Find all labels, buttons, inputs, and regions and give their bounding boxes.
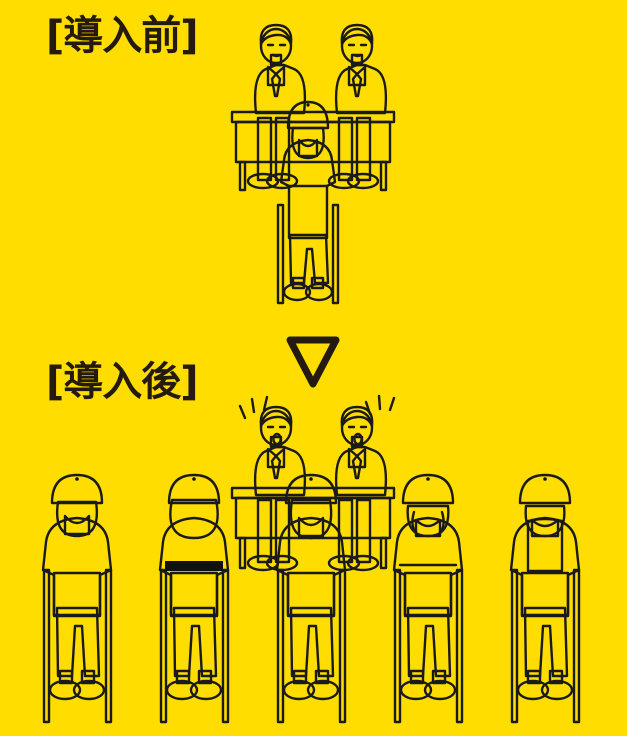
scene-before xyxy=(230,23,396,305)
triangle-down-icon xyxy=(286,336,340,388)
worker-before xyxy=(276,100,340,305)
worker-after-3 xyxy=(275,473,347,724)
hair-long xyxy=(169,498,219,540)
worker-after-1 xyxy=(41,473,113,724)
shirt-collar xyxy=(266,65,286,87)
open-mouth xyxy=(353,432,363,446)
interviewer-left-before xyxy=(246,23,307,190)
suit-jacket xyxy=(253,63,307,115)
open-mouth xyxy=(272,432,282,446)
interview-table-before xyxy=(230,110,396,192)
hair xyxy=(259,23,293,46)
cap xyxy=(286,100,330,130)
worker-after-4 xyxy=(392,473,464,724)
necktie xyxy=(270,72,282,98)
section-label-after: [導入後] xyxy=(46,359,199,405)
shirt xyxy=(279,138,337,240)
pants xyxy=(288,233,330,285)
cap xyxy=(50,473,104,505)
section-label-before: [導入前] xyxy=(46,13,199,59)
shoe xyxy=(282,282,312,302)
worker-after-5 xyxy=(509,473,581,724)
shoe xyxy=(304,282,334,302)
face xyxy=(259,27,293,65)
surprise-mark-left xyxy=(238,395,269,420)
hair xyxy=(291,126,325,160)
interviewer-left-after xyxy=(246,405,307,572)
interviewer-right-before xyxy=(327,23,388,190)
scene-after xyxy=(41,394,581,724)
worker-after-2 xyxy=(158,473,230,724)
